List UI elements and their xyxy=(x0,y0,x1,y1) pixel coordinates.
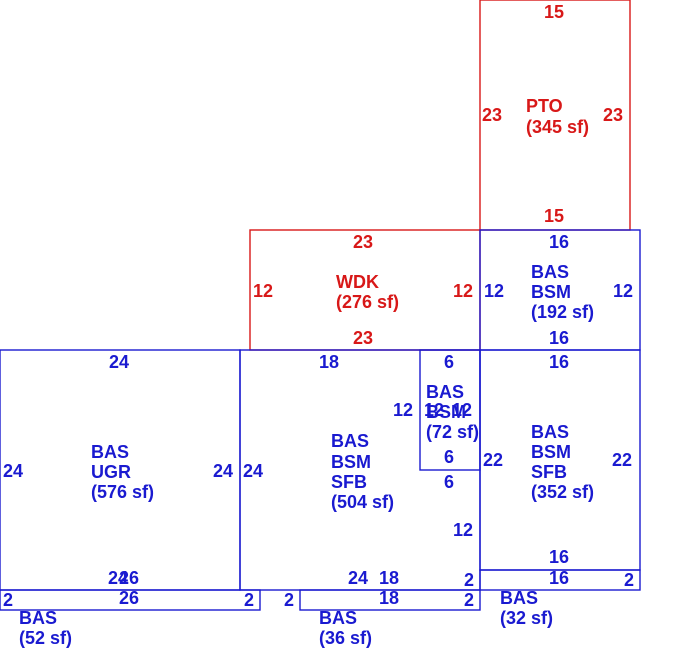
pto-code: PTO xyxy=(526,96,563,116)
wdk-right-dim: 12 xyxy=(453,281,473,301)
small-bsm-bottom-dim: 6 xyxy=(444,447,454,467)
bas32-outline xyxy=(479,569,641,591)
ugr-bottom-dim-a: 24 xyxy=(108,568,128,588)
bas36-code: BAS xyxy=(319,608,357,628)
center-line1: BAS xyxy=(331,431,369,451)
wdk-bottom-dim: 23 xyxy=(353,328,373,348)
pto-left-dim: 23 xyxy=(482,105,502,125)
center-bottom-dim-b: 18 xyxy=(379,568,399,588)
bas36-top-dim: 18 xyxy=(379,588,399,608)
ugr-line1: BAS xyxy=(91,442,129,462)
bas52-right-dim: 2 xyxy=(244,590,254,610)
pto-right-dim: 23 xyxy=(603,105,623,125)
right-sfb-right-dim: 22 xyxy=(612,450,632,470)
small-bsm-area: (72 sf) xyxy=(426,422,479,442)
center-line3: SFB xyxy=(331,472,367,492)
pto-top-dim: 15 xyxy=(544,2,564,22)
bas36-left-dim: 2 xyxy=(284,590,294,610)
bas36-right-dim: 2 xyxy=(464,590,474,610)
bas52-left-dim: 2 xyxy=(3,590,13,610)
right-sfb-line2: BSM xyxy=(531,442,571,462)
pto-bottom-dim: 15 xyxy=(544,206,564,226)
center-area: (504 sf) xyxy=(331,492,394,512)
center-notch-bottom-dim: 6 xyxy=(444,472,454,492)
center-top-dim: 18 xyxy=(319,352,339,372)
wdk-top-dim: 23 xyxy=(353,232,373,252)
right-sfb-line1: BAS xyxy=(531,422,569,442)
wdk-code: WDK xyxy=(336,272,379,292)
bas52-area: (52 sf) xyxy=(19,628,72,648)
center-right-upper-dim: 12 xyxy=(393,400,413,420)
bsm-top-area: (192 sf) xyxy=(531,302,594,322)
right-sfb-area: (352 sf) xyxy=(531,482,594,502)
bas52-outline xyxy=(0,589,261,611)
right-sfb-left-dim: 22 xyxy=(483,450,503,470)
ugr-bottom-dim-b: 26 xyxy=(119,568,139,588)
wdk-left-dim: 12 xyxy=(253,281,273,301)
bsm-top-right-dim: 12 xyxy=(613,281,633,301)
bas32-right-dim: 2 xyxy=(624,570,634,590)
small-bsm-line1: BAS xyxy=(426,382,464,402)
bas32-code: BAS xyxy=(500,588,538,608)
bas52-code: BAS xyxy=(19,608,57,628)
small-bsm-line2: BSM xyxy=(426,402,466,422)
small-bsm-top-dim: 6 xyxy=(444,352,454,372)
bsm-top-top-dim: 16 xyxy=(549,232,569,252)
center-left-dim: 24 xyxy=(243,461,263,481)
center-line2: BSM xyxy=(331,452,371,472)
right-sfb-top-dim: 16 xyxy=(549,352,569,372)
center-right-lower-dim: 12 xyxy=(453,520,473,540)
right-sfb-bottom-dim: 16 xyxy=(549,547,569,567)
ugr-top-dim: 24 xyxy=(109,352,129,372)
bsm-top-left-dim: 12 xyxy=(484,281,504,301)
ugr-right-dim: 24 xyxy=(213,461,233,481)
bas36-left-top-dim: 2 xyxy=(464,570,474,590)
bas32-area: (32 sf) xyxy=(500,608,553,628)
ugr-left-dim: 24 xyxy=(3,461,23,481)
small-bsm-side-dim-right: 12 xyxy=(452,400,472,420)
bas32-top-dim: 16 xyxy=(549,568,569,588)
bas52-top-dim: 26 xyxy=(119,588,139,608)
pto-area: (345 sf) xyxy=(526,117,589,137)
small-bsm-side-dim-left: 12 xyxy=(424,400,444,420)
bas36-outline xyxy=(299,589,481,611)
bsm-top-bottom-dim: 16 xyxy=(549,328,569,348)
ugr-line2: UGR xyxy=(91,462,131,482)
bsm-top-line1: BAS xyxy=(531,262,569,282)
center-bottom-dim-a: 24 xyxy=(348,568,368,588)
right-sfb-line3: SFB xyxy=(531,462,567,482)
wdk-area: (276 sf) xyxy=(336,292,399,312)
ugr-area: (576 sf) xyxy=(91,482,154,502)
bas36-area: (36 sf) xyxy=(319,628,372,648)
bsm-top-line2: BSM xyxy=(531,282,571,302)
